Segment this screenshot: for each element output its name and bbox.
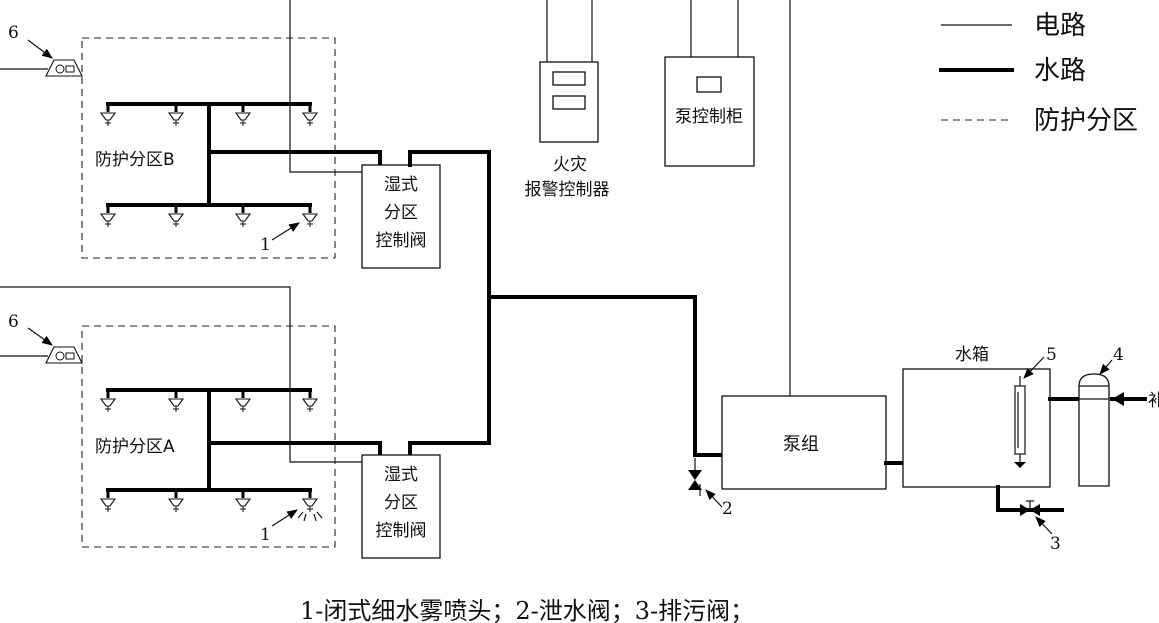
marker-6-arrow bbox=[27, 327, 53, 346]
nozzle-icon bbox=[167, 205, 185, 229]
nozzle-icon bbox=[167, 104, 185, 128]
marker-1-arrow bbox=[271, 222, 300, 241]
nozzle-icon bbox=[167, 390, 185, 414]
zone-b-signal-wire bbox=[289, 0, 362, 173]
nozzle-icon bbox=[99, 390, 117, 414]
marker-4-label: 4 bbox=[1113, 345, 1124, 365]
pump-group-label: 泵组 bbox=[783, 434, 819, 455]
legend: 电路 水路 防护分区 bbox=[939, 11, 1138, 136]
nozzle-icon bbox=[234, 104, 252, 128]
water-tank: 水箱 5 bbox=[902, 345, 1057, 488]
valve-b-line3: 控制阀 bbox=[376, 231, 427, 251]
marker-2-label: 2 bbox=[722, 499, 733, 519]
nozzle-icon bbox=[234, 390, 252, 414]
nozzle-icon bbox=[99, 490, 117, 514]
zone-a-piping bbox=[106, 388, 382, 492]
filter-vessel-icon bbox=[1078, 373, 1110, 487]
fire-alarm-label-line2: 报警控制器 bbox=[525, 180, 610, 200]
makeup-label-partial: 补 bbox=[1148, 391, 1159, 411]
legend-zone-label: 防护分区 bbox=[1034, 106, 1138, 136]
level-gauge-icon bbox=[1014, 376, 1026, 468]
zone-a-detector: 6 bbox=[0, 312, 83, 364]
pump-cabinet-label: 泵控制柜 bbox=[675, 107, 743, 127]
nozzle-icon bbox=[99, 205, 117, 229]
water-tank-box bbox=[902, 368, 1051, 488]
legend-water-label: 水路 bbox=[1034, 56, 1086, 86]
marker-6-label: 6 bbox=[8, 23, 19, 43]
nozzle-icon bbox=[301, 104, 319, 128]
valve-a-line1: 湿式 bbox=[384, 465, 418, 485]
pump-control-cabinet: 泵控制柜 bbox=[664, 0, 755, 167]
water-tank-label: 水箱 bbox=[955, 345, 989, 365]
valve-a-line3: 控制阀 bbox=[376, 521, 427, 541]
figure-caption: 1-闭式细水雾喷头；2-泄水阀；3-排污阀； bbox=[300, 597, 754, 623]
detector-icon bbox=[45, 346, 83, 364]
marker-5-arrow bbox=[1023, 356, 1045, 379]
detector-icon bbox=[45, 59, 83, 77]
marker-3-label: 3 bbox=[1050, 534, 1061, 554]
fire-alarm-controller: 火灾 报警控制器 bbox=[525, 0, 610, 200]
marker-4-arrow bbox=[1099, 359, 1113, 375]
marker-5-label: 5 bbox=[1046, 345, 1057, 365]
valve-b-line2: 分区 bbox=[384, 203, 418, 223]
drain-valve: 2 bbox=[688, 458, 733, 519]
valve-a-line2: 分区 bbox=[384, 493, 418, 513]
nozzle-icon bbox=[234, 205, 252, 229]
zone-b-label: 防护分区B bbox=[95, 150, 175, 170]
marker-1-arrow bbox=[271, 509, 298, 527]
marker-1-label: 1 bbox=[260, 235, 271, 255]
zone-b-piping bbox=[106, 102, 382, 207]
sewage-pipe bbox=[996, 485, 1064, 512]
sewage-valve: 3 bbox=[1020, 500, 1061, 554]
nozzle-spraying-icon bbox=[297, 490, 323, 522]
marker-1-label: 1 bbox=[260, 525, 271, 545]
supply-pipe bbox=[487, 295, 724, 457]
valve-b-box bbox=[361, 164, 441, 269]
marker-2-arrow bbox=[705, 489, 723, 508]
zone-a-valve: 湿式 分区 控制阀 bbox=[361, 454, 441, 559]
nozzle-icon bbox=[301, 205, 319, 229]
pump-group-box bbox=[721, 395, 887, 490]
inlet-arrow-icon bbox=[1112, 392, 1124, 406]
nozzle-icon bbox=[234, 490, 252, 514]
zone-b-boundary bbox=[81, 37, 336, 259]
fire-alarm-label-line1: 火灾 bbox=[553, 155, 587, 175]
valve-b-line1: 湿式 bbox=[384, 175, 418, 195]
marker-3-arrow bbox=[1035, 516, 1053, 535]
valve-a-box bbox=[361, 454, 441, 559]
zone-a-signal-wire bbox=[0, 286, 362, 463]
zone-b-detector: 6 bbox=[0, 23, 83, 77]
nozzle-icon bbox=[99, 104, 117, 128]
zone-a-label: 防护分区A bbox=[95, 437, 175, 457]
nozzle-icon bbox=[167, 490, 185, 514]
marker-6-label: 6 bbox=[8, 312, 19, 332]
marker-6-arrow bbox=[27, 39, 53, 59]
zone-a-boundary bbox=[81, 325, 336, 548]
nozzle-icon bbox=[301, 390, 319, 414]
zone-b-valve: 湿式 分区 控制阀 bbox=[361, 164, 441, 269]
zone-a-nozzles bbox=[99, 390, 323, 522]
legend-electric-label: 电路 bbox=[1034, 11, 1086, 41]
